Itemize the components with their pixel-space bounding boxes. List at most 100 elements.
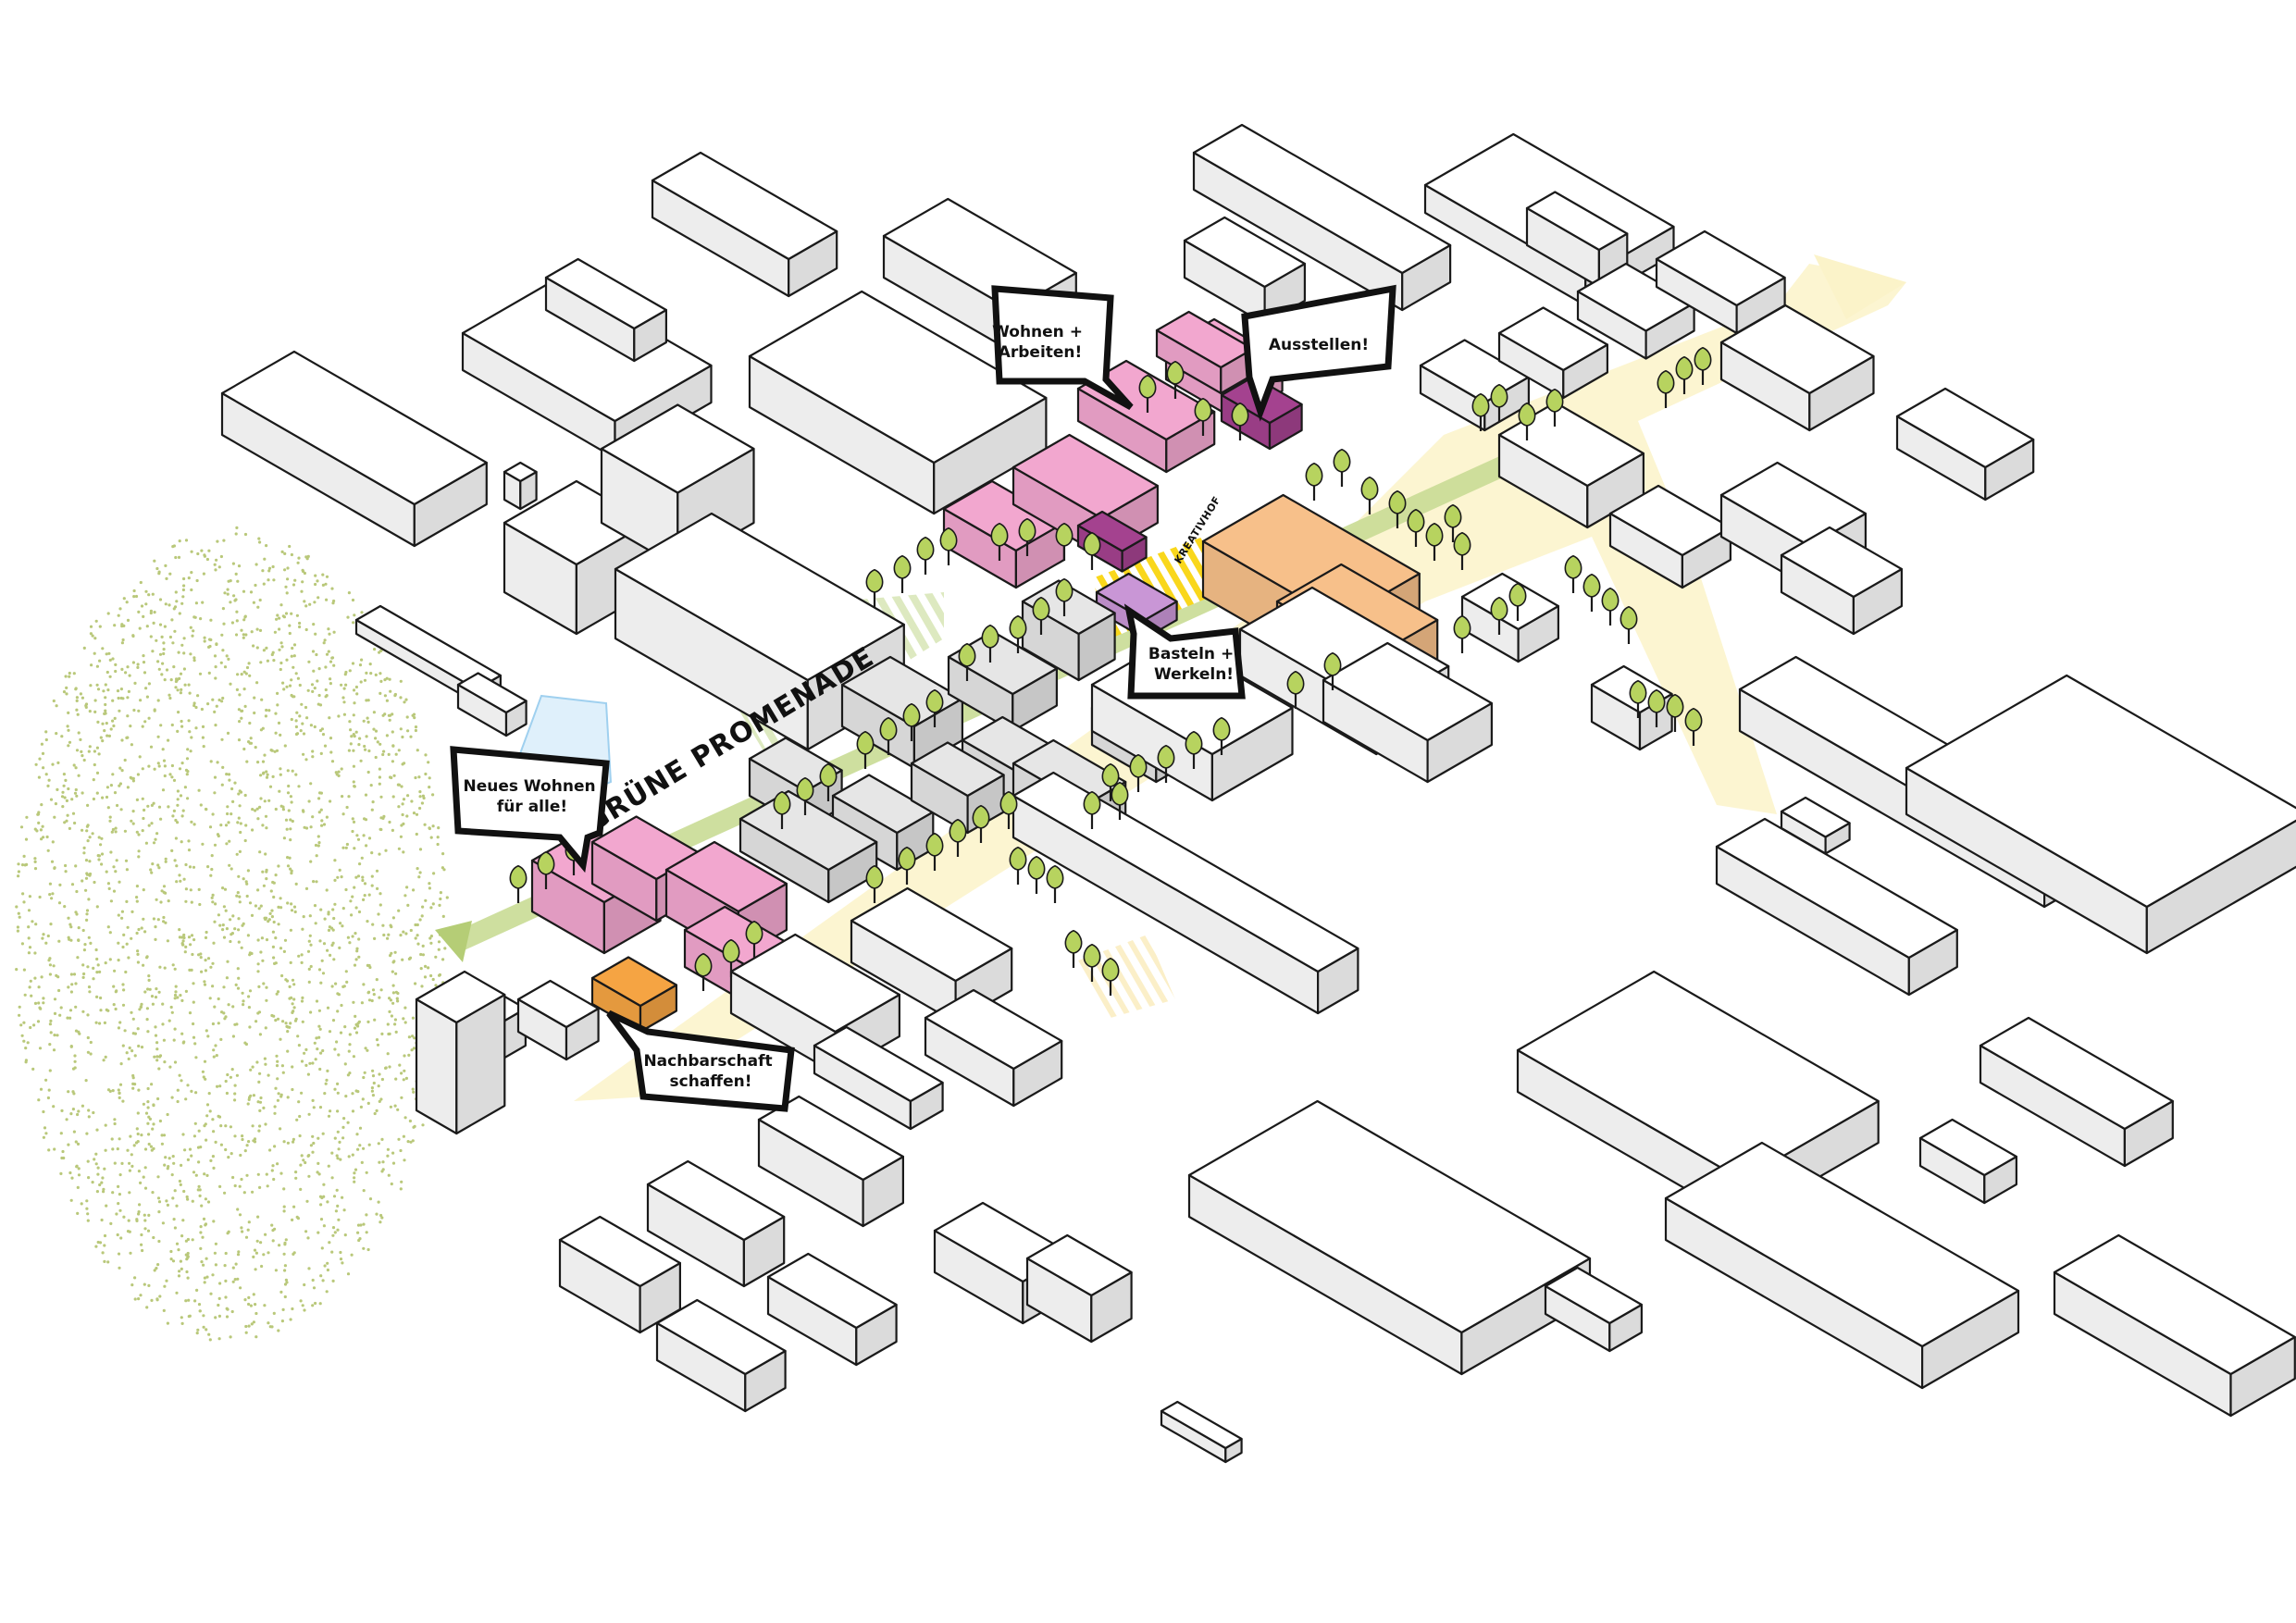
industrial-hall-annex bbox=[1544, 1266, 1644, 1353]
promenade-arrowhead-west bbox=[435, 921, 472, 962]
yellow-axis-arrowhead bbox=[1814, 254, 1906, 319]
callout-nachbarschaft-line-1: Nachbarschaft bbox=[643, 1052, 772, 1071]
callouts-layer: Wohnen + Arbeiten! Ausstellen! Basteln +… bbox=[450, 284, 1396, 1112]
tree-icon bbox=[1212, 716, 1231, 755]
tree-icon bbox=[1305, 462, 1323, 501]
tree-icon bbox=[1286, 670, 1305, 709]
tree-icon bbox=[972, 804, 990, 843]
perimeter-block-south bbox=[1011, 771, 1359, 1015]
callout-neues-wohnen-line-1: Neues Wohnen bbox=[463, 777, 595, 796]
industrial-east-4 bbox=[1918, 1118, 2017, 1205]
south-block-2-1 bbox=[655, 1298, 787, 1413]
tree-icon bbox=[1360, 476, 1379, 514]
new-development-grey-9 bbox=[910, 741, 1005, 835]
context-row-ne-2 bbox=[1497, 306, 1609, 400]
tree-icon bbox=[999, 790, 1018, 829]
tree-icon bbox=[1564, 554, 1582, 593]
callout-basteln-line-1: Basteln + bbox=[1148, 645, 1234, 663]
context-building-east-6 bbox=[1780, 526, 1903, 636]
callout-basteln-line-2: Werkeln! bbox=[1154, 665, 1234, 684]
callout-ausstellen: Ausstellen! bbox=[1241, 284, 1396, 422]
tree-icon bbox=[1323, 651, 1342, 690]
tree-icon bbox=[1055, 577, 1074, 616]
tree-icon bbox=[1046, 864, 1064, 903]
industrial-hall-3 bbox=[1664, 1141, 2020, 1390]
tree-icon bbox=[1545, 388, 1564, 427]
tree-icon bbox=[879, 716, 898, 755]
tree-icon bbox=[1185, 730, 1203, 769]
old-town-block-4 bbox=[813, 1025, 944, 1131]
context-row-ne-4 bbox=[1655, 229, 1786, 335]
context-building-west-1 bbox=[461, 276, 713, 460]
tree-icon bbox=[1101, 957, 1120, 996]
tree-icon bbox=[1647, 688, 1666, 727]
tree-icon bbox=[1083, 790, 1101, 829]
old-town-block-3 bbox=[924, 988, 1063, 1108]
industrial-long-east-1 bbox=[1715, 817, 1958, 997]
tree-icon bbox=[925, 688, 944, 727]
old-town-block-1 bbox=[729, 933, 901, 1075]
tree-icon bbox=[796, 776, 814, 815]
tree-icon bbox=[902, 702, 921, 741]
callout-wohnen-arbeiten: Wohnen + Arbeiten! bbox=[991, 285, 1134, 411]
tree-icon bbox=[1444, 503, 1462, 542]
industrial-east-2 bbox=[1979, 1016, 2174, 1168]
callout-wohnen-arbeiten-line-2: Arbeiten! bbox=[999, 343, 1083, 362]
tree-icon bbox=[1388, 489, 1407, 528]
tree-icon bbox=[745, 920, 763, 959]
tree-icon bbox=[916, 536, 935, 575]
tree-icon bbox=[939, 527, 958, 565]
perimeter-block-corner bbox=[1460, 572, 1560, 663]
context-building-north-3 bbox=[1525, 191, 1629, 289]
perimeter-block-inner-3 bbox=[1322, 641, 1494, 784]
tree-icon bbox=[898, 846, 916, 885]
context-building-east-small bbox=[1780, 796, 1851, 855]
tree-icon bbox=[1138, 374, 1157, 413]
tree-icon bbox=[1471, 392, 1490, 431]
context-building-east-1 bbox=[1719, 304, 1875, 432]
svg-text:Wohnen + Arbeiten!: Wohnen + Arbeiten! bbox=[992, 323, 1088, 362]
industrial-east-3 bbox=[2053, 1233, 2296, 1418]
context-building-small-west bbox=[456, 672, 527, 737]
tree-icon bbox=[990, 522, 1009, 561]
context-building-east-2 bbox=[1497, 401, 1645, 529]
tree-icon bbox=[694, 952, 713, 991]
tree-icon bbox=[1407, 508, 1425, 547]
tree-icon bbox=[1083, 531, 1101, 570]
tree-icon bbox=[1657, 369, 1675, 408]
tree-icon bbox=[925, 832, 944, 871]
south-row-block-3 bbox=[757, 1095, 905, 1228]
new-development-grey-10 bbox=[738, 789, 878, 904]
callout-basteln-werkeln: Basteln + Werkeln! bbox=[1123, 603, 1246, 700]
tree-icon bbox=[1009, 614, 1027, 653]
svg-text:Basteln + Werkeln!: Basteln + Werkeln! bbox=[1148, 645, 1239, 684]
buildings-layer bbox=[220, 123, 2296, 1464]
context-building-nw-1 bbox=[651, 151, 838, 298]
industrial-hall-east bbox=[1905, 674, 2296, 955]
callout-neues-wohnen-line-2: für alle! bbox=[497, 798, 567, 816]
tree-icon bbox=[1582, 573, 1601, 612]
park-dotted-area bbox=[15, 526, 450, 1342]
tree-icon bbox=[1453, 614, 1471, 653]
context-building-east-5 bbox=[1895, 387, 2035, 502]
callout-ausstellen-text: Ausstellen! bbox=[1269, 336, 1369, 354]
context-building-west-low-2 bbox=[516, 979, 600, 1061]
tree-icon bbox=[509, 864, 527, 903]
tree-icon bbox=[1018, 517, 1036, 556]
tree-icon bbox=[1032, 596, 1050, 635]
tree-icon bbox=[958, 642, 976, 681]
context-building-west-long bbox=[220, 350, 488, 548]
tree-icon bbox=[1111, 781, 1129, 820]
tree-icon bbox=[949, 818, 967, 857]
context-building-center-north bbox=[748, 290, 1048, 515]
tree-icon bbox=[1333, 448, 1351, 487]
tree-icon bbox=[1166, 360, 1185, 399]
south-block-2-2 bbox=[766, 1252, 898, 1367]
tree-icon bbox=[1518, 402, 1536, 440]
trees-layer bbox=[509, 346, 1712, 996]
tree-icon bbox=[1629, 679, 1647, 718]
callout-neues-wohnen: Neues Wohnen für alle! bbox=[450, 746, 610, 873]
callout-wohnen-arbeiten-line-1: Wohnen + bbox=[992, 323, 1083, 341]
tree-icon bbox=[1694, 346, 1712, 385]
